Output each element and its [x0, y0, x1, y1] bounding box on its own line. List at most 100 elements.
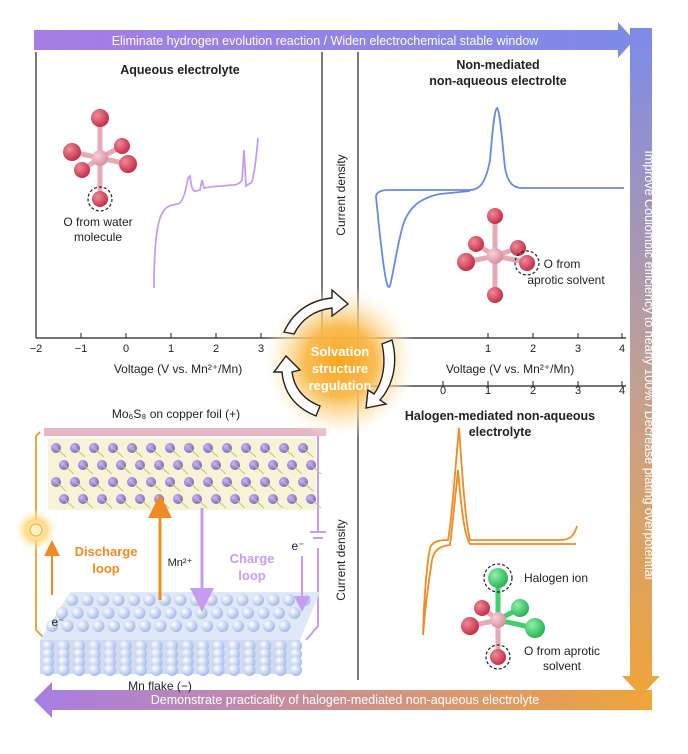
- center-line2: structure: [312, 361, 368, 376]
- tick-label: 2: [530, 385, 536, 397]
- anode-atom: [211, 607, 223, 619]
- nonmediated-title-line1: Non-mediated: [456, 58, 539, 72]
- anode-atom: [243, 664, 256, 676]
- tick-label: −2: [30, 343, 43, 355]
- anode-atom: [278, 620, 291, 632]
- aqueous-x-label: Voltage (V vs. Mn²⁺/Mn): [114, 362, 242, 376]
- lattice-bond: [177, 464, 189, 475]
- tick-label: 2: [213, 343, 219, 355]
- aqueous-title: Aqueous electrolyte: [120, 63, 240, 77]
- anode-atom: [139, 620, 151, 632]
- solvation-regulation-hub: Solvation structure regulation: [262, 284, 418, 440]
- anode-atom: [61, 620, 74, 632]
- anode-atom: [252, 594, 264, 606]
- bottom-arrow-label: Demonstrate practicality of halogen-medi…: [151, 693, 539, 707]
- anode-atom: [88, 664, 101, 676]
- y-label-top: Current density: [334, 154, 348, 235]
- lattice-bond: [169, 447, 181, 458]
- lattice-bond: [169, 481, 181, 492]
- anode-atom: [242, 607, 254, 619]
- nonmediated-title-line2: non-aqueous electrolte: [429, 74, 567, 88]
- anode-atom: [42, 664, 54, 676]
- lattice-bond: [131, 481, 143, 492]
- lattice-bond: [74, 481, 86, 492]
- discharge-label-line1: Discharge: [75, 544, 138, 559]
- cathode-label: Mo₆S₈ on copper foil (+): [112, 407, 240, 421]
- mn-ion-label: Mn²⁺: [168, 557, 193, 569]
- lattice-bond: [101, 464, 113, 475]
- anode-atom: [123, 620, 136, 632]
- water-solvation-molecule: [63, 109, 137, 212]
- tick-label: 1: [485, 343, 491, 355]
- lattice-bond: [196, 498, 208, 509]
- lattice-bond: [302, 447, 314, 458]
- lattice-bond: [234, 498, 246, 509]
- anode-atom: [288, 607, 301, 619]
- anode-atom: [216, 620, 229, 632]
- charge-label-line2: loop: [238, 568, 265, 583]
- anode-atom: [92, 620, 105, 632]
- lattice-bond: [188, 481, 200, 492]
- lattice-bond: [245, 481, 257, 492]
- anode-atom: [135, 664, 147, 676]
- nonmediated-x-label: Voltage (V vs. Mn²⁺/Mn): [446, 362, 574, 376]
- anode-atom: [97, 594, 109, 606]
- lattice-bond: [93, 481, 105, 492]
- lattice-bond: [207, 447, 219, 458]
- anode-atom: [102, 607, 115, 619]
- lattice-bond: [207, 481, 219, 492]
- anode-atom: [46, 620, 58, 632]
- anode-atom: [195, 607, 208, 619]
- lattice-bond: [55, 481, 67, 492]
- lattice-bond: [112, 481, 124, 492]
- lattice-bond: [234, 464, 246, 475]
- halogen-title-line2: electrolyte: [469, 425, 532, 439]
- anode-atom: [232, 620, 244, 632]
- lattice-bond: [101, 498, 113, 509]
- anode-atom: [119, 664, 132, 676]
- anode-atom: [205, 594, 218, 606]
- anode-atom: [170, 620, 182, 632]
- anode-atom: [77, 620, 89, 632]
- halogen-o-annotation-line2: solvent: [543, 659, 582, 673]
- lattice-bond: [131, 447, 143, 458]
- anode-atom: [290, 664, 302, 676]
- anode-atom: [221, 594, 233, 606]
- top-arrow-label: Eliminate hydrogen evolution reaction / …: [112, 34, 540, 48]
- anode-atom: [212, 664, 225, 676]
- lattice-bond: [120, 464, 132, 475]
- lattice-bond: [272, 464, 284, 475]
- anode-atom: [267, 594, 280, 606]
- anode-atom: [118, 607, 130, 619]
- tick-label: −1: [75, 343, 88, 355]
- anode-atom: [112, 594, 125, 606]
- anode-atom: [71, 607, 84, 619]
- water-annotation-line1: O from water: [63, 215, 132, 229]
- tick-label: 1: [168, 343, 174, 355]
- tick-label: 4: [619, 385, 625, 397]
- anode-atom: [159, 594, 171, 606]
- halogen-o-annotation-line1: O from aprotic: [524, 644, 600, 658]
- anode-atom: [166, 664, 178, 676]
- lattice-bond: [139, 464, 151, 475]
- tick-label: 4: [619, 343, 625, 355]
- lattice-bond: [63, 464, 75, 475]
- lattice-bond: [177, 498, 189, 509]
- lattice-bond: [120, 498, 132, 509]
- anode-atom: [283, 594, 295, 606]
- anode-atoms: [42, 594, 311, 676]
- anode-atom: [128, 594, 140, 606]
- anode-atom: [154, 620, 167, 632]
- lattice-bond: [74, 447, 86, 458]
- electron-right-label: e⁻: [291, 539, 304, 553]
- lattice-bond: [310, 498, 322, 509]
- center-line1: Solvation: [311, 344, 370, 359]
- tick-label: 1: [485, 385, 491, 397]
- tick-label: 3: [258, 343, 264, 355]
- lattice-bond: [150, 447, 162, 458]
- lattice-bond: [291, 464, 303, 475]
- lattice-bond: [245, 447, 257, 458]
- tick-label: 3: [575, 343, 581, 355]
- nonmediated-x-axis: 1 2 3 4 Voltage (V vs. Mn²⁺/Mn): [446, 333, 625, 376]
